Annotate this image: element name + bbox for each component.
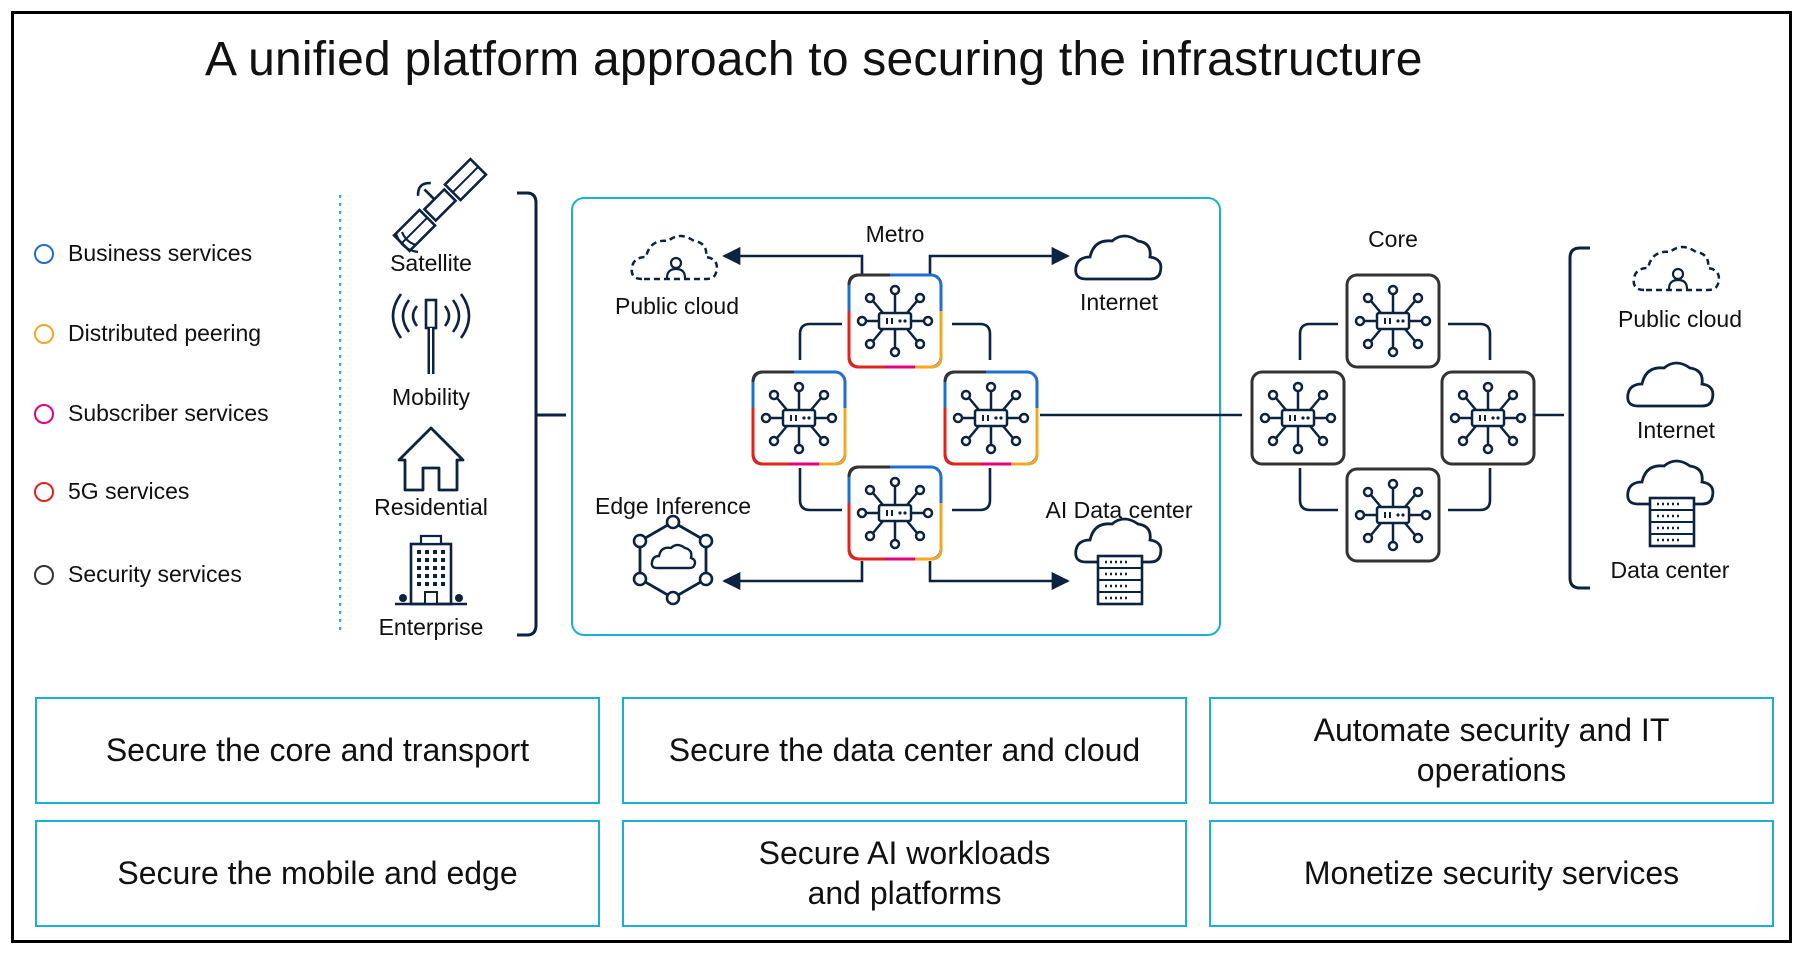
core-internet-cloud-icon: [1626, 361, 1715, 408]
core-node-bottom: [1347, 469, 1439, 561]
legend-business-services: Business services: [34, 240, 252, 267]
legend-circle-icon: [34, 564, 54, 585]
core-public-cloud-icon: [1632, 245, 1721, 292]
core-internet-label: Internet: [1637, 417, 1715, 443]
box-secure-mobile-edge: Secure the mobile and edge: [35, 820, 600, 927]
box-secure-ai-workloads: Secure AI workloads and platforms: [622, 820, 1187, 927]
box-secure-data-center-cloud: Secure the data center and cloud: [622, 697, 1187, 804]
core-public-cloud-label: Public cloud: [1617, 306, 1743, 332]
legend-label: Business services: [68, 240, 253, 266]
metro-internet-label: Internet: [1080, 289, 1158, 315]
building-icon: [395, 534, 467, 606]
antenna-icon: [391, 293, 471, 374]
metro-node-right: [945, 372, 1037, 464]
legend-label: Subscriber services: [68, 400, 269, 426]
ai-data-center-icon: [1074, 517, 1163, 606]
legend-circle-icon: [34, 403, 54, 424]
core-data-center-label: Data center: [1610, 557, 1730, 583]
mobility-label: Mobility: [392, 384, 470, 410]
internet-cloud-icon: [1074, 234, 1163, 281]
core-node-left: [1252, 372, 1344, 464]
metro-node-top: [849, 275, 941, 367]
legend-circle-icon: [34, 243, 54, 264]
edge-inference-icon: [632, 514, 714, 606]
house-icon: [397, 426, 465, 492]
metro-public-cloud-label: Public cloud: [614, 293, 740, 319]
legend-circle-icon: [34, 323, 54, 344]
legend-label: 5G services: [68, 478, 190, 504]
legend-security-services: Security services: [34, 561, 242, 588]
page-title: A unified platform approach to securing …: [205, 33, 1423, 86]
legend-label: Distributed peering: [68, 320, 262, 346]
box-monetize-security: Monetize security services: [1209, 820, 1774, 927]
core-node-right: [1442, 372, 1534, 464]
box-secure-core-transport: Secure the core and transport: [35, 697, 600, 804]
ai-data-center-label: AI Data center: [1045, 497, 1193, 523]
core-title: Core: [1368, 226, 1418, 252]
satellite-label: Satellite: [390, 250, 472, 276]
metro-title: Metro: [865, 221, 925, 247]
legend-5g-services: 5G services: [34, 478, 189, 505]
metro-node-left: [753, 372, 845, 464]
residential-label: Residential: [374, 494, 488, 520]
enterprise-label: Enterprise: [378, 614, 484, 640]
edge-inference-label: Edge Inference: [594, 493, 752, 519]
satellite-icon: [392, 157, 488, 253]
legend-subscriber-services: Subscriber services: [34, 400, 269, 427]
core-node-top: [1347, 275, 1439, 367]
box-automate-security-it: Automate security and IT operations: [1209, 697, 1774, 804]
public-cloud-icon: [630, 234, 719, 281]
core-data-center-icon: [1626, 459, 1715, 548]
legend-distributed-peering: Distributed peering: [34, 320, 261, 347]
legend-circle-icon: [34, 481, 54, 502]
legend-label: Security services: [68, 561, 242, 587]
metro-node-bottom: [849, 467, 941, 559]
